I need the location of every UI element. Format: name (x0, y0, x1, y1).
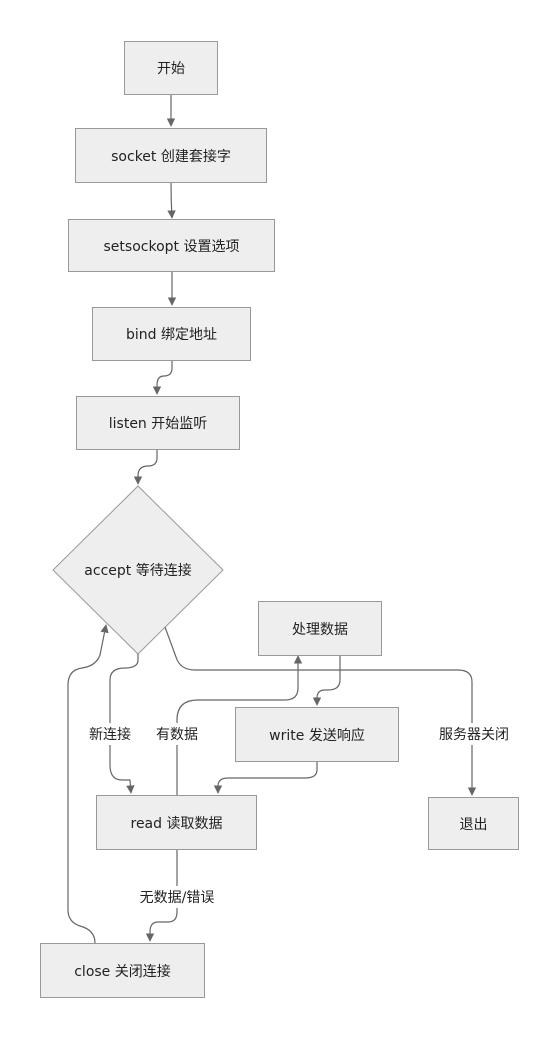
edge-process-to-write (312, 656, 341, 706)
node-exit: 退出 (428, 797, 519, 850)
node-accept-label: accept 等待连接 (84, 563, 192, 579)
edge-read-to-process (176, 655, 303, 795)
node-read: read 读取数据 (96, 795, 257, 850)
node-listen: listen 开始监听 (76, 396, 240, 450)
edge-listen-to-accept (133, 450, 158, 485)
node-setsockopt: setsockopt 设置选项 (68, 219, 275, 272)
node-write: write 发送响应 (235, 707, 399, 762)
node-socket: socket 创建套接字 (75, 128, 267, 183)
edge-accept-to-read (109, 654, 139, 794)
edge-close-to-accept (67, 624, 109, 944)
edge-label-server-close: 服务器关闭 (437, 723, 511, 745)
node-start: 开始 (124, 41, 218, 95)
edge-label-has-data: 有数据 (154, 723, 200, 745)
edge-bind-to-listen (152, 361, 173, 395)
node-bind: bind 绑定地址 (92, 307, 251, 361)
edge-socket-to-setsockopt (167, 182, 176, 219)
edge-label-new-connection: 新连接 (87, 723, 133, 745)
node-process: 处理数据 (258, 601, 382, 656)
edge-label-no-data-error: 无数据/错误 (137, 886, 217, 908)
node-close: close 关闭连接 (40, 943, 205, 998)
edge-accept-to-exit (164, 626, 477, 796)
edge-read-to-close (145, 850, 178, 942)
edge-write-to-read (213, 762, 318, 794)
